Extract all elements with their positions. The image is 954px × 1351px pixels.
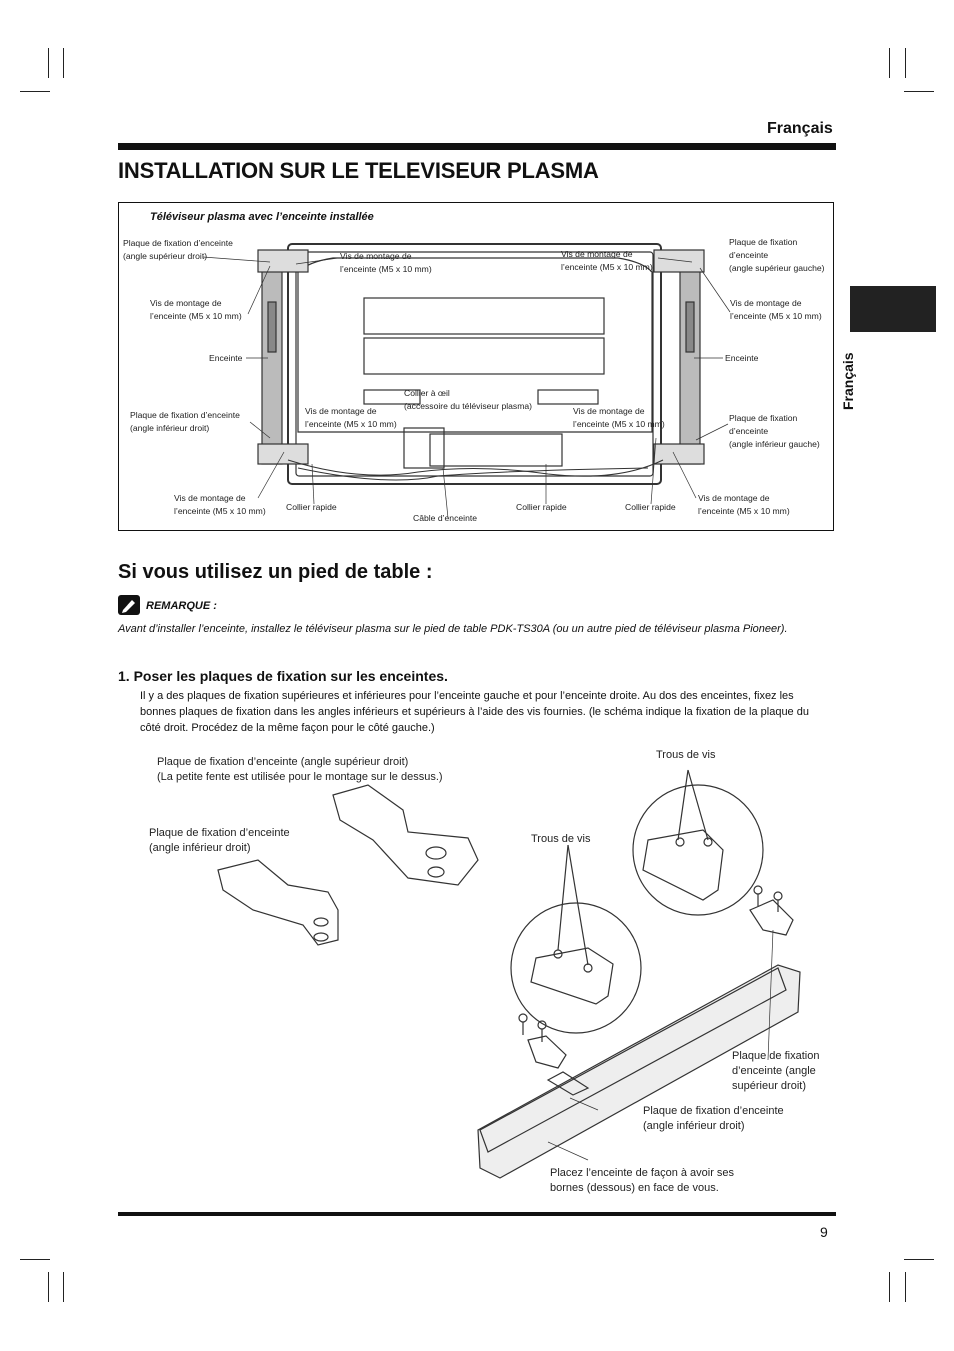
- crop-mark: [889, 1272, 890, 1302]
- page-title: INSTALLATION SUR LE TELEVISEUR PLASMA: [118, 158, 599, 183]
- label-collier-rapide-3: Collier rapide: [625, 502, 676, 512]
- crop-mark: [63, 48, 64, 78]
- header-language: Français: [767, 120, 833, 137]
- label-vis-mid-left: Vis de montage de l’enceinte (M5 x 10 mm…: [305, 406, 397, 429]
- crop-mark: [20, 1259, 50, 1260]
- label-cable-enceinte: Câble d’enceinte: [413, 513, 478, 523]
- label-vis-left-top: Vis de montage de l’enceinte (M5 x 10 mm…: [150, 298, 242, 321]
- note-text: Avant d’installer l’enceinte, installez …: [118, 623, 788, 635]
- label-collier-rapide-1: Collier rapide: [286, 502, 337, 512]
- label-plaque-sup-droit: Plaque de fixation d’enceinte (angle sup…: [123, 238, 233, 261]
- label-vis-mid-right: Vis de montage de l’enceinte (M5 x 10 mm…: [573, 406, 665, 429]
- note-label: REMARQUE :: [146, 600, 217, 612]
- label-plaque-inf-droit: Plaque de fixation d’enceinte (angle inf…: [130, 410, 240, 433]
- crop-mark: [48, 48, 49, 78]
- crop-mark: [905, 1272, 906, 1302]
- tv-back-diagram: [202, 243, 731, 519]
- label-enceinte-right: Enceinte: [725, 353, 759, 363]
- crop-mark: [904, 91, 934, 92]
- step-1-title: 1. Poser les plaques de fixation sur les…: [118, 668, 448, 684]
- label-vis-top-center-right: Vis de montage de l’enceinte (M5 x 10 mm…: [561, 249, 653, 272]
- crop-mark: [904, 1259, 934, 1260]
- crop-mark: [889, 48, 890, 78]
- label-vis-bottom-right: Vis de montage de l’enceinte (M5 x 10 mm…: [698, 493, 790, 516]
- note-pencil-icon: [118, 595, 140, 615]
- label-trous-de-vis-1: Trous de vis: [656, 749, 716, 761]
- bracket-install-diagram: [217, 769, 801, 1179]
- label-enceinte-left: Enceinte: [209, 353, 243, 363]
- crop-mark: [905, 48, 906, 78]
- label-collier-rapide-2: Collier rapide: [516, 502, 567, 512]
- header-rule: [118, 143, 836, 150]
- label-placez: Placez l’enceinte de façon à avoir ses b…: [550, 1167, 735, 1194]
- crop-mark: [20, 91, 50, 92]
- figure-tv-back: [118, 202, 834, 531]
- section-title: Si vous utilisez un pied de table :: [118, 561, 433, 583]
- label-trous-de-vis-2: Trous de vis: [531, 833, 591, 845]
- label-plaque-inf-droit: Plaque de fixation d’enceinte (angle inf…: [643, 1105, 784, 1132]
- label-vis-top-center-left: Vis de montage de l’enceinte (M5 x 10 mm…: [340, 251, 432, 274]
- label-vis-right-top: Vis de montage de l’enceinte (M5 x 10 mm…: [730, 298, 822, 321]
- label-plaque-sup-gauche: Plaque de fixation d’enceinte (angle sup…: [729, 237, 825, 273]
- label-collier-oeil: Collier à œil (accessoire du téléviseur …: [404, 388, 533, 411]
- label-vis-bottom-left: Vis de montage de l’enceinte (M5 x 10 mm…: [174, 493, 266, 516]
- label-plaque-sup: Plaque de fixation d’enceinte (angle sup…: [157, 756, 443, 783]
- side-language-label: Français: [840, 352, 856, 410]
- page-number: 9: [820, 1224, 828, 1240]
- crop-mark: [48, 1272, 49, 1302]
- figure-caption: Téléviseur plasma avec l’enceinte instal…: [150, 211, 374, 223]
- label-plaque-inf-gauche: Plaque de fixation d’enceinte (angle inf…: [729, 413, 820, 449]
- label-plaque-inf: Plaque de fixation d’enceinte (angle inf…: [149, 827, 290, 854]
- footer-rule: [118, 1212, 836, 1216]
- crop-mark: [63, 1272, 64, 1302]
- step-1-body: Il y a des plaques de fixation supérieur…: [140, 690, 809, 734]
- label-plaque-sup-droit: Plaque de fixation d’enceinte (angle sup…: [732, 1050, 820, 1092]
- side-tab: [850, 286, 936, 332]
